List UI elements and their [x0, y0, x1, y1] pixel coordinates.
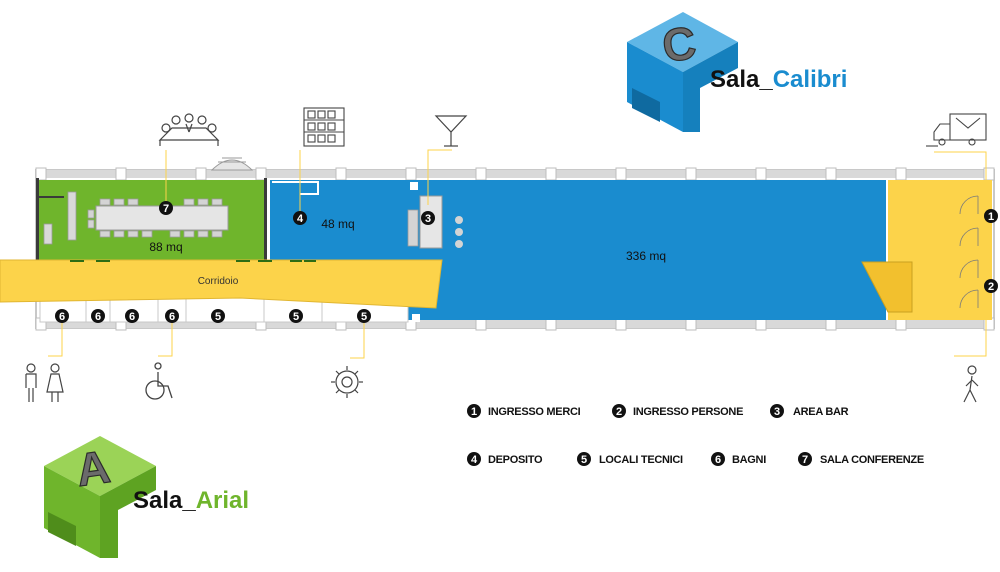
- outer-wall-bottom: [36, 320, 994, 328]
- svg-text:5: 5: [361, 311, 367, 323]
- corridor-label: Corridoio: [198, 276, 239, 287]
- calibri-logo-letter: C: [659, 16, 699, 72]
- badge-6-b[interactable]: 6: [91, 309, 105, 323]
- legend-item-7: 7 SALA CONFERENZE: [798, 452, 924, 466]
- legend: 1 INGRESSO MERCI 2 INGRESSO PERSONE 3 AR…: [467, 404, 924, 466]
- storage-partition: [272, 181, 319, 195]
- truck-icon: [926, 113, 987, 147]
- badge-6-a[interactable]: 6: [55, 309, 69, 323]
- conference-dark-walls: [36, 178, 267, 260]
- cocktail-icon: [434, 115, 468, 147]
- svg-text:7: 7: [802, 454, 808, 466]
- calibri-logo-prefix: Sala_: [710, 66, 773, 93]
- svg-text:6: 6: [95, 311, 101, 323]
- badge-3[interactable]: 3: [421, 211, 435, 225]
- legend-item-2: 2 INGRESSO PERSONE: [612, 404, 743, 418]
- svg-text:Sala_Calibri: Sala_Calibri: [710, 66, 847, 93]
- restroom-icon: [25, 363, 64, 402]
- tools-icon: [331, 366, 363, 398]
- corridor[interactable]: [0, 259, 443, 309]
- outer-wall-top: [36, 170, 994, 178]
- bar-stools: [455, 216, 463, 248]
- svg-text:7: 7: [163, 203, 169, 215]
- svg-text:2: 2: [616, 406, 622, 418]
- svg-text:6: 6: [169, 311, 175, 323]
- svg-text:INGRESSO MERCI: INGRESSO MERCI: [488, 406, 581, 418]
- entrance-doors: [959, 195, 979, 309]
- svg-text:5: 5: [293, 311, 299, 323]
- calibri-logo-name: Calibri: [773, 66, 848, 93]
- badge-5-a[interactable]: 5: [211, 309, 225, 323]
- shelves-icon: [303, 107, 345, 147]
- svg-text:6: 6: [59, 311, 65, 323]
- svg-text:BAGNI: BAGNI: [732, 454, 766, 466]
- badge-5-c[interactable]: 5: [357, 309, 371, 323]
- svg-text:3: 3: [425, 213, 431, 225]
- badge-7[interactable]: 7: [159, 201, 173, 215]
- green-door-marks: [70, 260, 316, 262]
- entrance-ramp: [861, 261, 913, 313]
- sala-calibri-logo: C Sala_Calibri: [627, 12, 847, 132]
- badge-6-c[interactable]: 6: [125, 309, 139, 323]
- arial-logo-prefix: Sala_: [133, 487, 196, 514]
- hall-column-top: [410, 182, 418, 190]
- conference-cabinets: [43, 191, 77, 245]
- hall-column: [412, 314, 420, 322]
- main-hall-area: 336 mq: [626, 249, 666, 263]
- walking-person-icon: [963, 365, 979, 403]
- arial-logo-letter: A: [73, 440, 113, 496]
- svg-text:6: 6: [129, 311, 135, 323]
- badge-6-d[interactable]: 6: [165, 309, 179, 323]
- svg-text:DEPOSITO: DEPOSITO: [488, 454, 543, 466]
- conference-chairs: [87, 198, 223, 238]
- main-hall[interactable]: [408, 180, 886, 320]
- svg-text:4: 4: [471, 454, 478, 466]
- sala-arial-logo: A Sala_Arial: [44, 436, 249, 560]
- svg-text:Sala_Arial: Sala_Arial: [133, 487, 249, 514]
- wheelchair-icon: [145, 362, 173, 400]
- svg-text:2: 2: [988, 281, 994, 293]
- badge-2[interactable]: 2: [984, 279, 998, 293]
- legend-item-1: 1 INGRESSO MERCI: [467, 404, 581, 418]
- legend-item-3: 3 AREA BAR: [770, 404, 849, 418]
- svg-text:4: 4: [297, 213, 304, 225]
- svg-text:6: 6: [715, 454, 721, 466]
- svg-text:SALA CONFERENZE: SALA CONFERENZE: [820, 454, 924, 466]
- bar-back: [407, 209, 419, 247]
- svg-text:5: 5: [215, 311, 221, 323]
- callout-lines: [48, 149, 987, 359]
- storage-room-area: 48 mq: [321, 217, 354, 231]
- badge-5-b[interactable]: 5: [289, 309, 303, 323]
- svg-text:LOCALI TECNICI: LOCALI TECNICI: [599, 454, 683, 466]
- storage-room[interactable]: [270, 180, 408, 260]
- svg-text:5: 5: [581, 454, 587, 466]
- legend-item-6: 6 BAGNI: [711, 452, 766, 466]
- conference-room-area: 88 mq: [149, 240, 182, 254]
- svg-text:1: 1: [471, 406, 477, 418]
- svg-text:1: 1: [988, 211, 994, 223]
- badge-1[interactable]: 1: [984, 209, 998, 223]
- svg-text:3: 3: [774, 406, 780, 418]
- legend-item-5: 5 LOCALI TECNICI: [577, 452, 683, 466]
- badge-4[interactable]: 4: [293, 211, 307, 225]
- staircase: [210, 157, 254, 171]
- conference-table-icon: [158, 113, 220, 146]
- legend-item-4: 4 DEPOSITO: [467, 452, 543, 466]
- arial-logo-name: Arial: [196, 487, 249, 514]
- svg-text:INGRESSO PERSONE: INGRESSO PERSONE: [633, 406, 743, 418]
- svg-text:AREA BAR: AREA BAR: [793, 406, 849, 418]
